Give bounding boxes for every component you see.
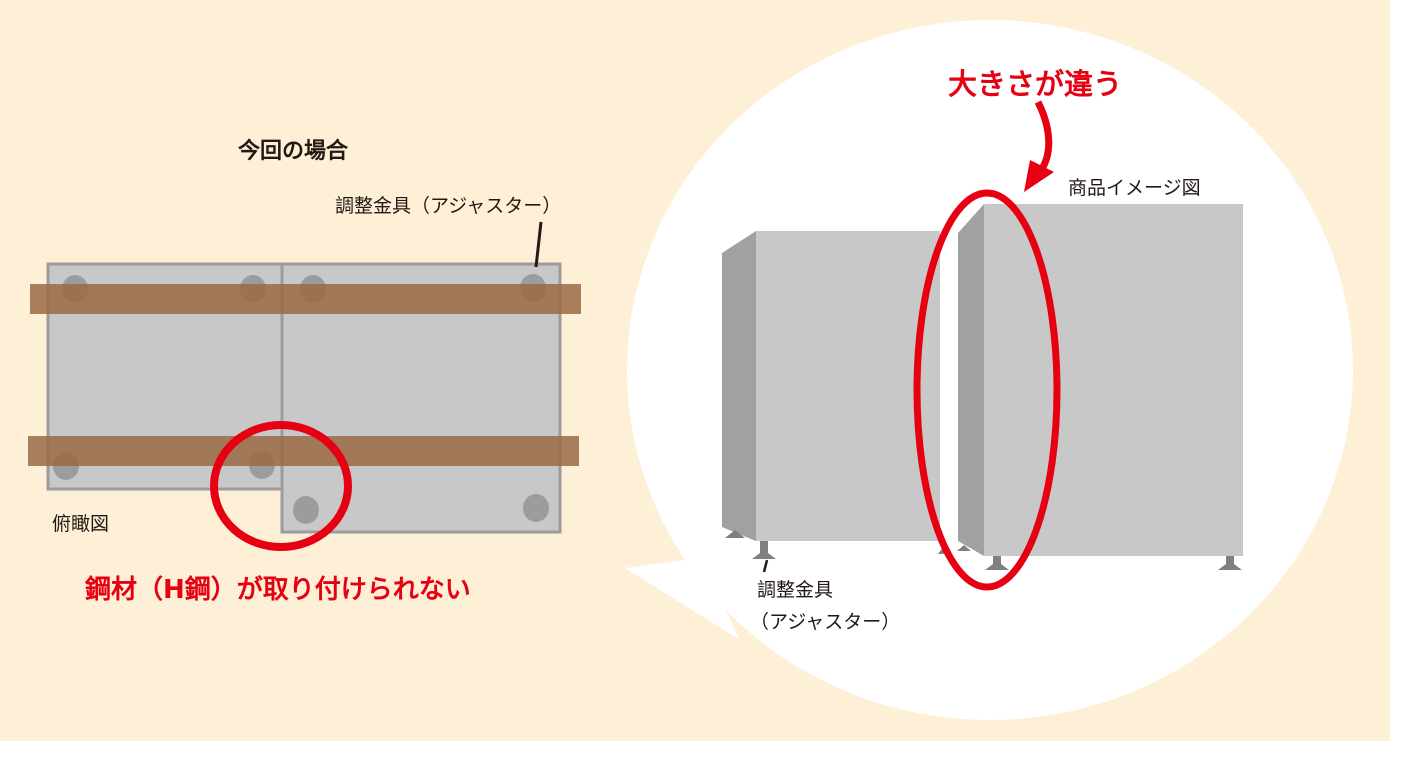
adjuster-label-line2: （アジャスター） — [750, 611, 900, 633]
size-difference-ellipse — [913, 189, 1061, 591]
adjuster-foot — [725, 530, 745, 538]
view-label: 俯瞰図 — [52, 513, 109, 535]
overview-title: 今回の場合 — [238, 138, 349, 164]
cabinet-right-feet — [957, 545, 1242, 570]
bubble-tail — [625, 558, 740, 640]
product-image: 大きさが違う 商品イメージ図 調整金具 （アジャスター） — [722, 67, 1243, 633]
adjuster-foot — [293, 496, 319, 524]
adjuster-foot — [1218, 556, 1242, 570]
adjuster-foot — [523, 494, 549, 522]
problem-highlight-circle — [210, 421, 352, 551]
cabinet-right-side — [958, 204, 984, 556]
steel-beam-top — [30, 284, 581, 314]
cabinet-left-side — [722, 231, 756, 541]
adjuster-foot — [752, 541, 776, 559]
problem-label: 鋼材（H鋼）が取り付けられない — [84, 574, 471, 605]
adjuster-leader-line — [534, 221, 543, 268]
adjuster-leader-line — [762, 559, 769, 573]
steel-beam-bottom — [28, 436, 579, 466]
overhead-view: 今回の場合 調整金具（アジャスター） 俯瞰図 鋼材（H鋼）が取り付けられない — [28, 138, 581, 605]
adjuster-label-line1: 調整金具 — [757, 579, 833, 601]
product-image-label: 商品イメージ図 — [1068, 177, 1201, 199]
arrow-head-icon — [1024, 160, 1054, 192]
cabinet-right-front — [984, 204, 1243, 556]
cabinet-left-front — [756, 231, 940, 541]
adjuster-foot — [985, 556, 1009, 570]
adjuster-label: 調整金具（アジャスター） — [335, 195, 561, 217]
size-note: 大きさが違う — [948, 67, 1122, 101]
adjuster-foot — [957, 545, 971, 551]
